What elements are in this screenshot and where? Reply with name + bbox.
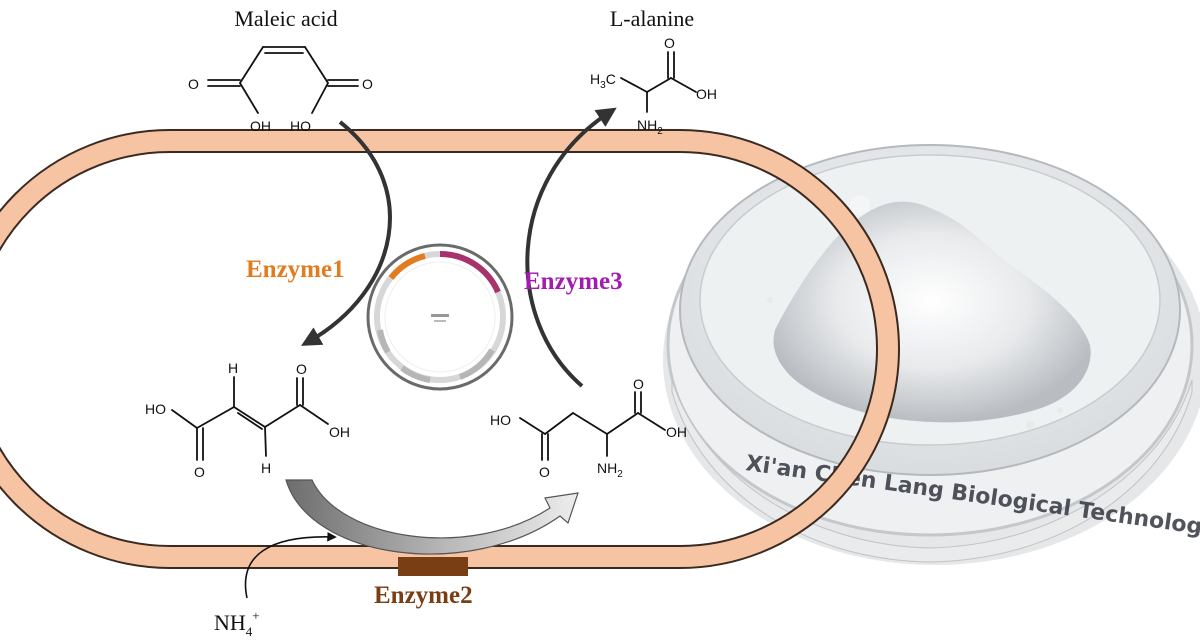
atom-label: OH: [250, 118, 271, 134]
maleic-acid-structure: O O OH HO: [188, 46, 373, 134]
enzyme1-label: Enzyme1: [246, 256, 345, 283]
plasmid-map: [366, 243, 514, 391]
enzyme3-reaction-arrow: [525, 107, 617, 388]
petri-dish-photo: Xi'an Chen Lang Biological Technology Co: [663, 144, 1200, 565]
atom-label: HO: [490, 412, 511, 428]
atom-label: H3C: [590, 71, 616, 91]
ammonium-label: NH4+: [214, 608, 260, 639]
atom-label: O: [362, 76, 373, 92]
l-alanine-structure: O H3C OH NH2: [590, 35, 717, 137]
atom-label: NH2: [637, 117, 663, 137]
enzyme2-bar: [398, 557, 468, 576]
white-powder: [773, 201, 1091, 423]
enzyme3-label: Enzyme3: [524, 268, 623, 295]
maleic-acid-label: Maleic acid: [234, 6, 337, 31]
enzyme2-conversion-arrow: [285, 479, 579, 555]
atom-label: O: [664, 35, 675, 51]
l-alanine-label: L-alanine: [610, 6, 694, 31]
atom-label: O: [296, 361, 307, 377]
atom-label: OH: [329, 424, 350, 440]
atom-label: H: [228, 360, 238, 376]
aspartic-acid-structure: HO O O OH NH2: [490, 376, 687, 480]
atom-label: OH: [696, 86, 717, 102]
atom-label: HO: [145, 401, 166, 417]
enzyme2-label: Enzyme2: [374, 582, 473, 609]
enzyme1-reaction-arrow: [301, 120, 392, 346]
cell-membrane: [0, 129, 900, 569]
atom-label: O: [539, 464, 550, 480]
atom-label: O: [633, 376, 644, 392]
atom-label: O: [194, 464, 205, 480]
atom-label: H: [261, 460, 271, 476]
fumaric-acid-structure: HO O H H O OH: [145, 360, 350, 480]
atom-label: NH2: [597, 460, 623, 480]
atom-label: O: [188, 76, 199, 92]
ammonium-arrow: [244, 531, 337, 599]
atom-label: OH: [666, 424, 687, 440]
atom-label: HO: [290, 118, 311, 134]
